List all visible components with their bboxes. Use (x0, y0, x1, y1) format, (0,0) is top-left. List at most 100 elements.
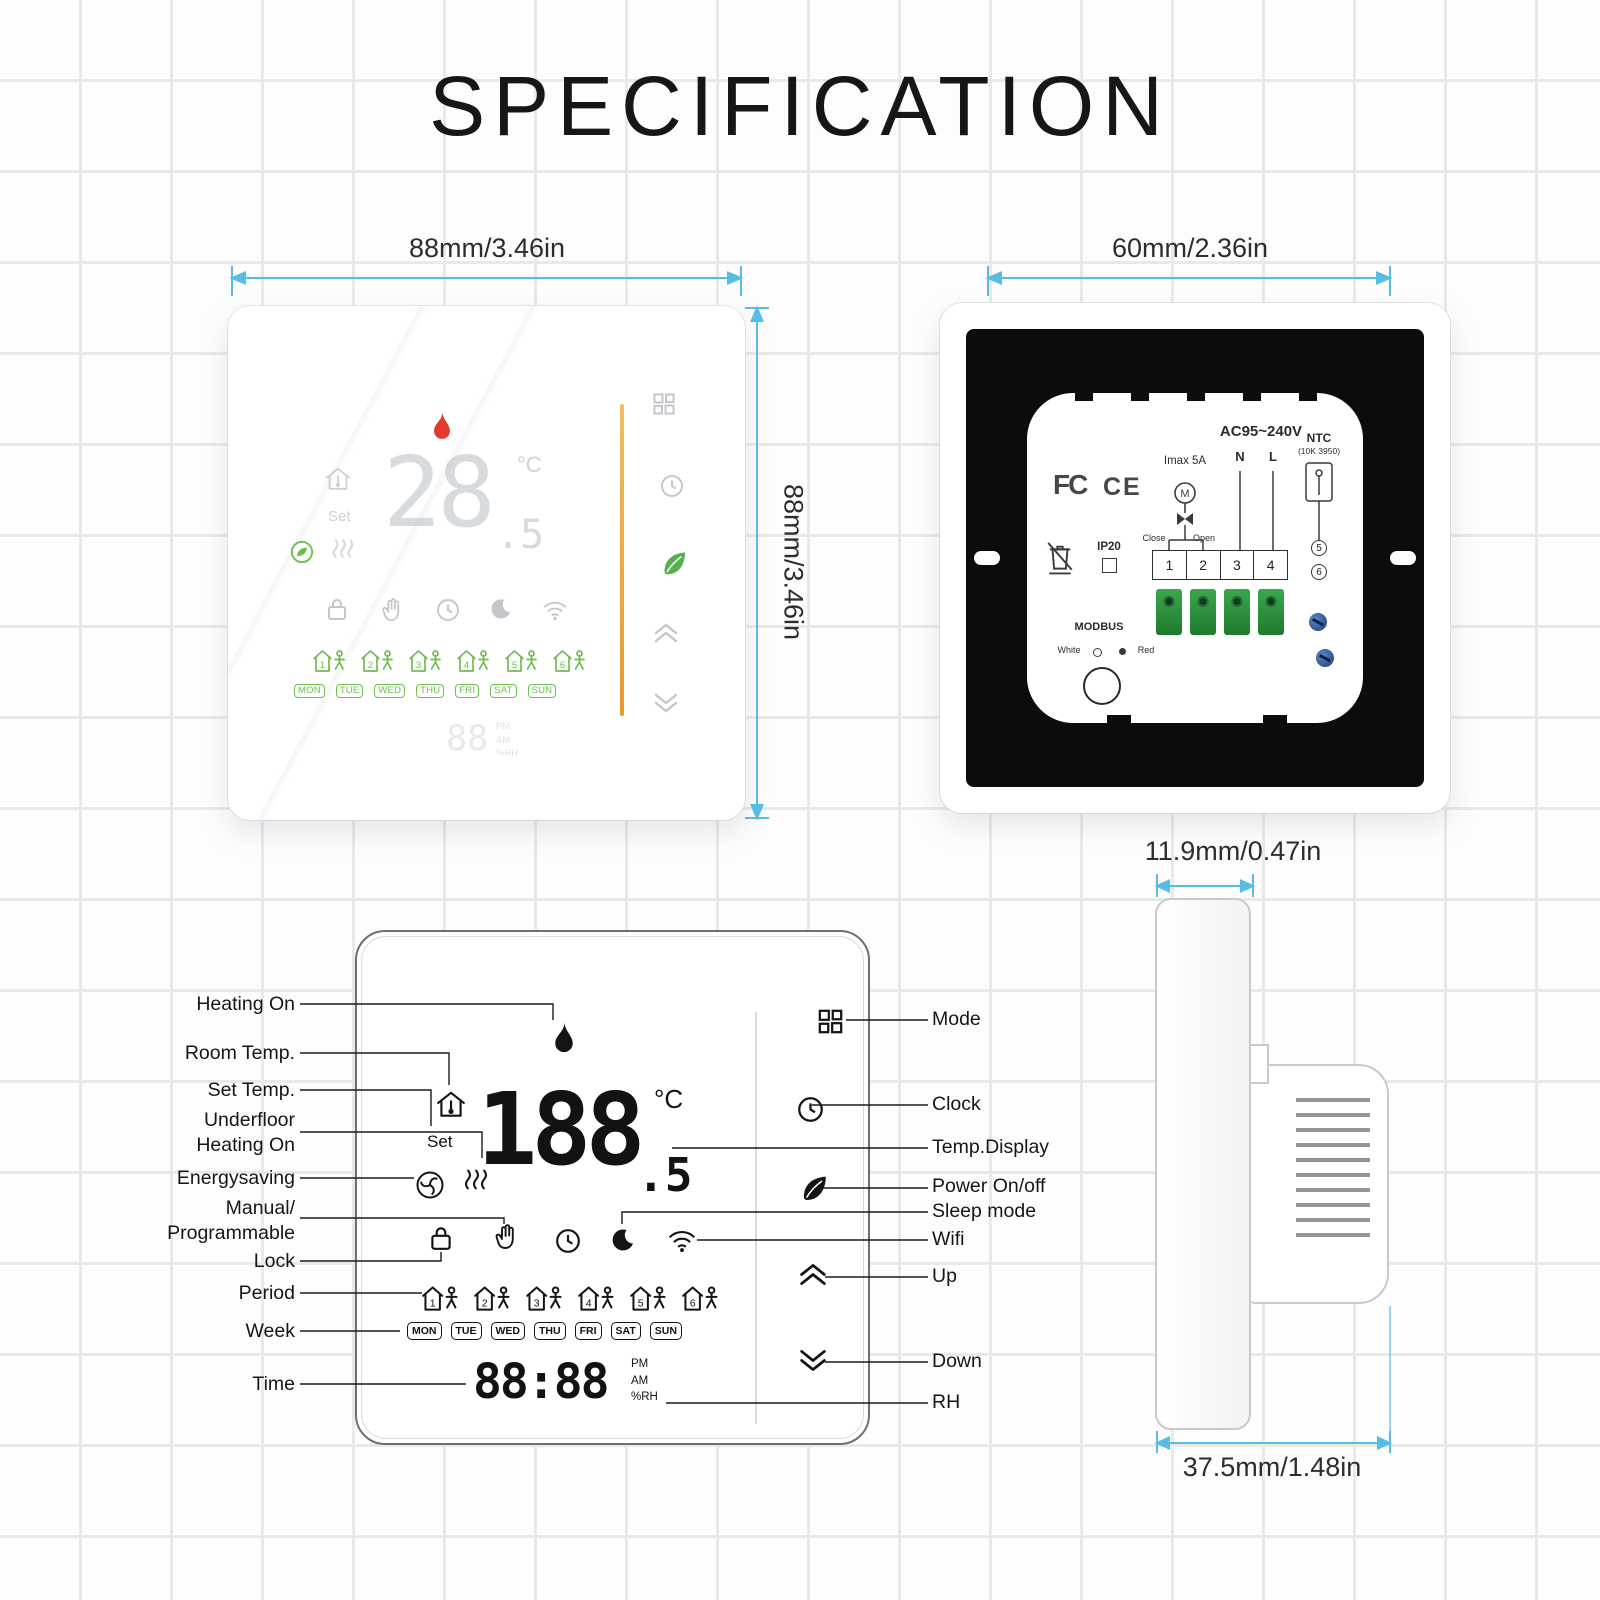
mode-grid-icon (653, 393, 675, 415)
lcd-temp-value: 188 (477, 1071, 646, 1188)
side-view-clip (1249, 1044, 1269, 1084)
svg-text:2: 2 (482, 1297, 488, 1309)
period-3-icon: 3 (409, 650, 441, 672)
weee-bin-icon (1047, 542, 1073, 575)
lcd-divider-line (755, 1012, 757, 1424)
day-sat: SAT (490, 684, 517, 698)
front-temp-decimal: .5 (496, 512, 545, 558)
svg-text:6: 6 (560, 660, 565, 671)
label-power: Power On/off (932, 1175, 1046, 1197)
clock-small-icon (437, 599, 459, 621)
ntc-sub-label: (10K 3950) (1297, 446, 1341, 456)
period-4-icon: 4 (457, 650, 489, 672)
day-thu: THU (416, 684, 445, 698)
svg-text:4: 4 (586, 1297, 592, 1309)
label-energysaving: Energysaving (176, 1167, 295, 1189)
front-temp-value: 28 (383, 436, 496, 549)
down-chevron-icon (654, 693, 678, 713)
front-pm: PM (496, 721, 511, 732)
ip-rating-label: IP20 (1097, 541, 1121, 553)
label-sleep-mode: Sleep mode (932, 1200, 1037, 1222)
lcd-am: AM (631, 1374, 649, 1387)
day-wed: WED (490, 1322, 525, 1340)
period-2-icon: 2 (361, 650, 393, 672)
power-leaf-icon (664, 552, 685, 575)
buzzer-hole (1083, 667, 1121, 705)
label-manual-programmable: Manual/ Programmable (167, 1197, 295, 1244)
heating-on-flame-icon (555, 1021, 573, 1053)
period-3-icon: 3 (526, 1286, 562, 1311)
fcc-logo: FC (1053, 469, 1088, 500)
svg-text:M: M (1180, 488, 1189, 500)
terminal-1: 1 (1165, 557, 1174, 573)
modbus-red-dot (1119, 648, 1126, 655)
weekday-row: MON TUE WED THU FRI SAT SUN (294, 684, 557, 698)
front-rh: %RH (496, 748, 519, 759)
front-temp-unit: °C (517, 452, 542, 477)
lcd-rh: %RH (631, 1391, 658, 1403)
svg-text:2: 2 (368, 660, 373, 671)
room-temp-icon (325, 467, 351, 490)
ce-logo: CE (1103, 473, 1142, 501)
back-plate: AC95~240V Imax 5A N L NTC (10K 3950) FC … (1027, 391, 1363, 725)
lock-icon (328, 599, 346, 620)
period-6-icon: 6 (553, 650, 585, 672)
front-time-digits: 88 (446, 719, 489, 759)
lcd-pm: PM (631, 1358, 649, 1370)
valve-motor-symbol: M (1174, 482, 1196, 525)
left-mounting-ear (974, 551, 1000, 565)
lock-icon (431, 1227, 451, 1250)
open-label: Open (1192, 533, 1216, 543)
sleep-moon-icon (491, 599, 511, 619)
day-fri: FRI (455, 684, 480, 698)
mode-grid-icon (818, 1009, 843, 1034)
ip-symbol (1102, 558, 1117, 573)
neutral-label: N (1235, 449, 1245, 464)
front-am: AM (496, 734, 511, 746)
label-set-temp: Set Temp. (207, 1079, 295, 1101)
back-width-dimension: 60mm/2.36in (1111, 233, 1269, 263)
label-room-temp: Room Temp. (184, 1042, 295, 1064)
touch-slider-bar (620, 404, 624, 716)
green-terminal-1 (1156, 589, 1182, 635)
up-chevron-icon (800, 1264, 826, 1285)
day-thu: THU (534, 1322, 566, 1340)
day-wed: WED (374, 684, 406, 698)
label-temp-display: Temp.Display (932, 1136, 1050, 1158)
front-width-dimension: 88mm/3.46in (408, 233, 566, 263)
wifi-icon (668, 1230, 696, 1253)
svg-text:5: 5 (512, 660, 517, 671)
day-sat: SAT (610, 1322, 641, 1340)
period-2-icon: 2 (474, 1286, 510, 1311)
voltage-label: AC95~240V (1219, 423, 1303, 440)
terminal-2: 2 (1185, 551, 1220, 579)
manual-hand-icon (495, 1224, 514, 1249)
svg-text:5: 5 (638, 1297, 644, 1309)
period-icon-row: 1 2 3 4 5 6 (421, 1284, 721, 1312)
period-1-icon: 1 (313, 650, 345, 672)
lcd-time-digits: 88:88 (473, 1354, 609, 1410)
program-clock-icon (556, 1229, 580, 1253)
lcd-temp-unit: °C (654, 1084, 684, 1114)
svg-text:3: 3 (416, 660, 421, 671)
day-tue: TUE (450, 1322, 482, 1340)
lcd-ampm-stack: PM AM %RH (631, 1356, 658, 1406)
page-title: SPECIFICATION (429, 59, 1171, 153)
blue-screw-bottom (1316, 649, 1334, 667)
terminal-number-row: 1 2 3 4 (1152, 550, 1288, 580)
terminal-4: 4 (1253, 551, 1287, 579)
thermostat-back-view: AC95~240V Imax 5A N L NTC (10K 3950) FC … (940, 303, 1450, 813)
energysaving-fan-icon (416, 1171, 444, 1199)
manual-hand-icon (382, 598, 400, 621)
label-time: Time (252, 1373, 295, 1395)
front-set-label: Set (328, 508, 351, 525)
up-chevron-icon (654, 623, 678, 643)
day-tue: TUE (335, 684, 364, 698)
period-6-icon: 6 (682, 1286, 718, 1311)
period-1-icon: 1 (422, 1286, 458, 1311)
label-week: Week (245, 1320, 296, 1342)
blue-screw-top (1309, 613, 1327, 631)
right-mounting-ear (1390, 551, 1416, 565)
lcd-diagram-panel: Set 188 °C .5 (355, 930, 870, 1445)
